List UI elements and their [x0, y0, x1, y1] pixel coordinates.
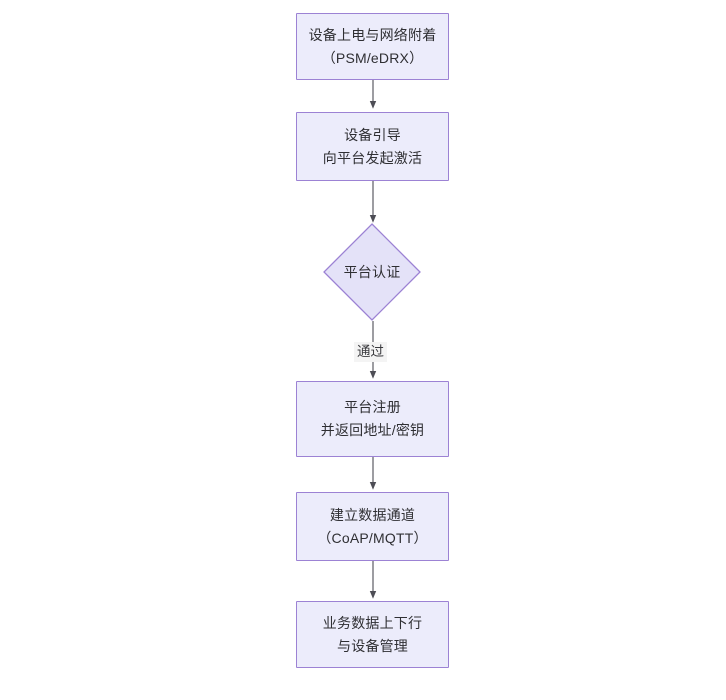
node-platform-authentication[interactable]: 平台认证 — [324, 224, 420, 320]
node-establish-data-channel-label: 建立数据通道 （CoAP/MQTT） — [317, 506, 428, 546]
node-device-bootstrap-activation[interactable]: 设备引导 向平台发起激活 — [296, 112, 449, 181]
node-establish-data-channel[interactable]: 建立数据通道 （CoAP/MQTT） — [296, 492, 449, 561]
node-platform-registration-label: 平台注册 并返回地址/密钥 — [320, 399, 425, 438]
node-device-bootstrap-activation-label: 设备引导 向平台发起激活 — [322, 126, 423, 166]
node-platform-authentication-label: 平台认证 — [343, 263, 401, 280]
node-business-data-label: 业务数据上下行 与设备管理 — [322, 614, 423, 654]
node-business-data-and-device-management[interactable]: 业务数据上下行 与设备管理 — [296, 601, 449, 668]
node-power-on-network-attach-label: 设备上电与网络附着 （PSM/eDRX） — [308, 26, 437, 66]
node-platform-registration-return-address-key[interactable]: 平台注册 并返回地址/密钥 — [296, 381, 449, 457]
edge-label-pass: 通过 — [354, 342, 387, 362]
node-power-on-network-attach[interactable]: 设备上电与网络附着 （PSM/eDRX） — [296, 13, 449, 80]
decision-content: 平台认证 — [324, 224, 420, 320]
